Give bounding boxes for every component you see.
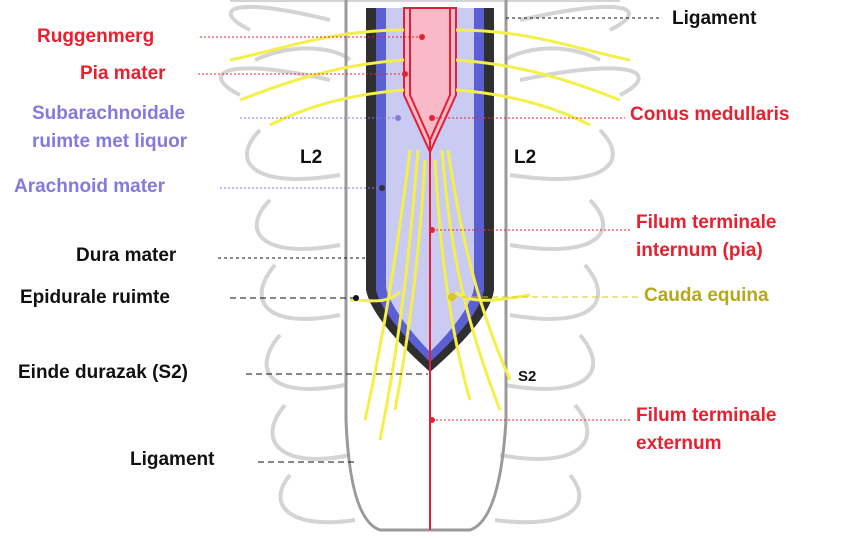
epidurale-ruimte-label: Epidurale ruimte <box>20 287 170 308</box>
ligament-top-label: Ligament <box>672 8 757 29</box>
ruggenmerg-label: Ruggenmerg <box>37 26 155 47</box>
pointer-dots <box>353 34 456 423</box>
arachnoid-mater-label: Arachnoid mater <box>14 176 165 197</box>
s2-label: S2 <box>518 368 537 385</box>
spinal-cord <box>403 7 457 155</box>
ligament-bottom-label: Ligament <box>130 449 215 470</box>
subarachnoidale-label-2: ruimte met liquor <box>32 131 188 152</box>
nerves <box>229 28 631 441</box>
filum-internum-label-1: Filum terminale <box>636 212 777 233</box>
filum-externum-label-1: Filum terminale <box>636 405 777 426</box>
filum-internum-label-2: internum (pia) <box>636 240 763 261</box>
l2-left-label: L2 <box>300 147 323 168</box>
filum-externum-label-2: externum <box>636 433 722 454</box>
leader-lines <box>198 17 660 463</box>
cauda-equina-label: Cauda equina <box>644 285 769 306</box>
ligament-outline <box>344 0 508 532</box>
l2-right-label: L2 <box>514 147 537 168</box>
subarachnoidale-label-1: Subarachnoidale <box>32 103 186 124</box>
einde-durazak-label: Einde durazak (S2) <box>18 362 188 383</box>
conus-medullaris-label: Conus medullaris <box>630 104 790 125</box>
dura-mater-label: Dura mater <box>76 245 177 266</box>
vertebrae-background <box>219 0 641 525</box>
pia-mater-label: Pia mater <box>80 63 166 84</box>
